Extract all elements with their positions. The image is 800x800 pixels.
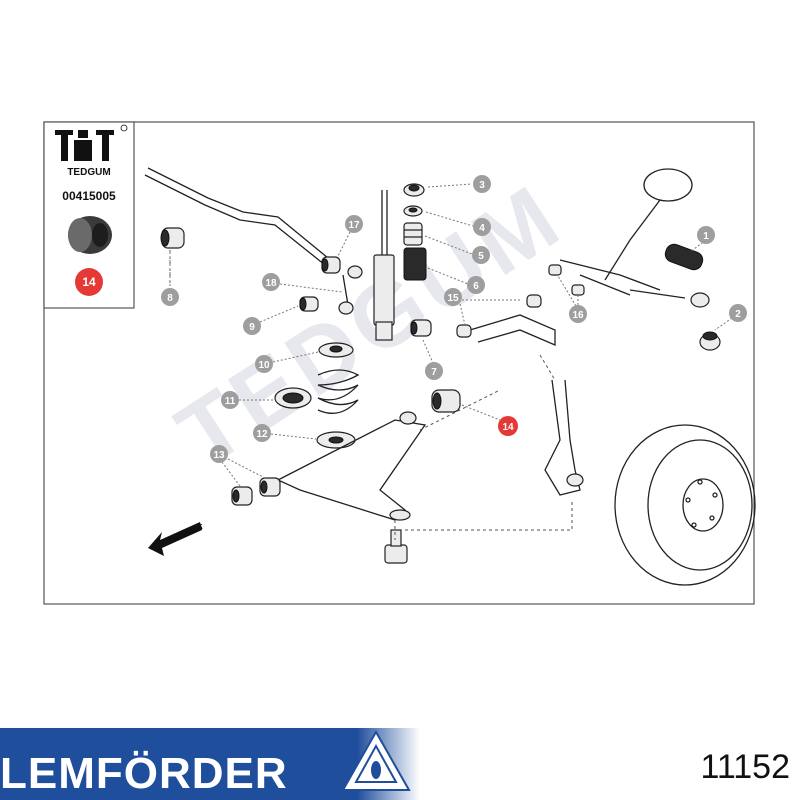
callout-18: 18	[265, 278, 277, 289]
wheel	[614, 424, 756, 586]
callout-13: 13	[213, 450, 225, 461]
callout-2: 2	[735, 309, 741, 320]
strut-top-mount	[403, 183, 427, 281]
callout-2-circle	[729, 304, 747, 322]
callout-17-circle	[345, 215, 363, 233]
bushing-photo	[68, 216, 112, 254]
inset-part-number: 00415005	[62, 189, 116, 203]
callout-10-circle	[255, 355, 273, 373]
footer-part-number: 11152	[701, 748, 791, 786]
steering-knuckle	[544, 379, 584, 496]
lower-control-arm	[276, 411, 427, 521]
strut-bushing	[410, 319, 432, 337]
callout-10: 10	[258, 360, 270, 371]
link-bushing-upper	[321, 256, 341, 274]
callout-1-circle	[697, 226, 715, 244]
callout-9-circle	[243, 317, 261, 335]
inset-callout-14-circle	[75, 268, 103, 296]
spring-assembly	[274, 342, 360, 449]
callout-4-circle	[473, 218, 491, 236]
callout-6-circle	[467, 276, 485, 294]
brand-name: LEMFÖRDER	[0, 749, 288, 798]
callout-17: 17	[348, 220, 360, 231]
callout-11: 11	[225, 396, 236, 407]
callout-15-circle	[444, 288, 462, 306]
inset-brand: TEDGUM	[67, 167, 110, 178]
callout-16-circle	[569, 305, 587, 323]
callout-4: 4	[479, 223, 485, 234]
callout-8-circle	[161, 288, 179, 306]
stabilizer-link	[338, 265, 363, 315]
callout-14-circle	[498, 416, 518, 436]
callout-12-circle	[253, 424, 271, 442]
callout-3: 3	[479, 180, 485, 191]
diagram-frame	[43, 121, 755, 605]
steering-assembly	[548, 168, 721, 351]
callout-14: 14	[502, 422, 514, 433]
lemforder-emblem-icon	[341, 729, 411, 791]
lemforder-logo: LEMFÖRDER	[0, 728, 420, 800]
callout-7-circle	[425, 362, 443, 380]
stabilizer-bushing	[160, 227, 185, 249]
callout-5-circle	[472, 246, 490, 264]
stabilizer-bar	[144, 167, 329, 266]
callout-6: 6	[473, 281, 479, 292]
strut	[373, 190, 395, 341]
callout-8: 8	[167, 293, 173, 304]
inset-callout-14: 14	[82, 275, 96, 289]
control-arm-bushings	[231, 477, 281, 506]
highlighted-bushing	[431, 389, 461, 413]
lower-ball-joint	[384, 529, 408, 564]
callout-3-circle	[473, 175, 491, 193]
callout-18-circle	[262, 273, 280, 291]
tedgum-logo	[55, 124, 128, 161]
callout-11-circle	[221, 391, 239, 409]
callout-16: 16	[572, 310, 584, 321]
callout-9: 9	[249, 322, 255, 333]
link-bushing-lower	[299, 296, 319, 312]
inset-box: TEDGUM 00415005 14	[43, 121, 135, 309]
callout-15: 15	[447, 293, 459, 304]
callout-1: 1	[703, 231, 709, 242]
callout-12: 12	[256, 429, 268, 440]
callout-13-circle	[210, 445, 228, 463]
assembly-lines	[169, 250, 573, 540]
upper-arm	[456, 294, 556, 346]
callout-5: 5	[478, 251, 484, 262]
callouts: 1 2 3 4 5 6 7 8 9 10	[161, 175, 747, 487]
callout-7: 7	[431, 367, 437, 378]
